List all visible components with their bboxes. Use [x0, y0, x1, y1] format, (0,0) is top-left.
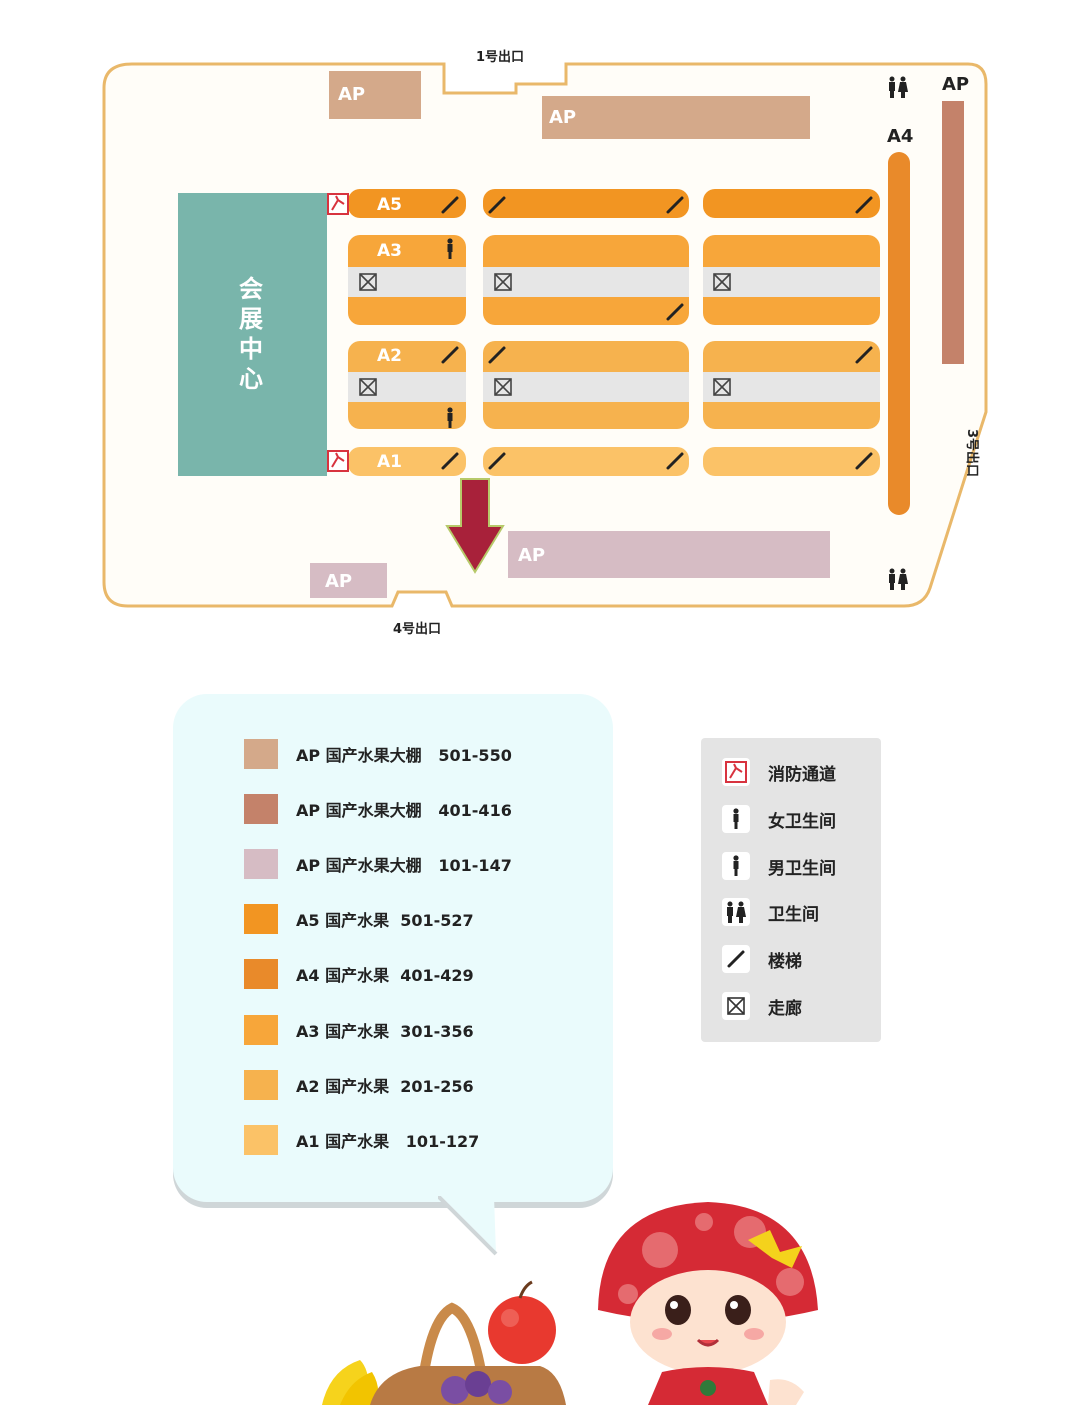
corridor-icon — [722, 992, 750, 1020]
male-restroom-icon — [447, 407, 453, 428]
icon-legend-restroom: 卫生间 — [722, 898, 819, 926]
a2-label: A2 — [377, 346, 402, 366]
mushroom-mascot-icon — [598, 1202, 818, 1405]
legend-swatch — [244, 959, 278, 989]
icon-legend-label: 楼梯 — [768, 951, 802, 972]
legend-item-a4: A4 国产水果 401-429 — [244, 959, 474, 989]
icon-legend-fire-exit: 消防通道 — [722, 758, 836, 786]
legend-swatch — [244, 849, 278, 879]
legend-item-ap-401: AP 国产水果大棚 401-416 — [244, 794, 512, 824]
a2-corridor-3 — [703, 372, 880, 402]
legend-item-a3: A3 国产水果 301-356 — [244, 1015, 474, 1045]
floor-map-svg — [102, 62, 988, 608]
legend-item-a1: A1 国产水果 101-127 — [244, 1125, 479, 1155]
icon-legend-label: 女卫生间 — [768, 811, 836, 832]
female-restroom-icon — [722, 805, 750, 833]
ap-block-top-middle — [542, 96, 810, 139]
legend-item-label: A2 国产水果 201-256 — [296, 1077, 474, 1096]
restroom-icon — [722, 898, 750, 926]
ap-block-bottom-middle — [508, 531, 830, 578]
banana-icon — [322, 1360, 379, 1405]
floor-map: 1号出口 4号出口 3号出口 AP AP AP AP AP A4 A5 A3 A… — [0, 0, 1080, 650]
a3-corridor-1 — [348, 267, 466, 297]
a2-corridor-1 — [348, 372, 466, 402]
ap-label-top-left: AP — [338, 84, 366, 105]
exit-3-label: 3号出口 — [964, 428, 979, 478]
stairs-icon — [441, 196, 873, 470]
a4-block — [888, 152, 910, 515]
restroom-icon — [889, 76, 908, 590]
exit-1-label: 1号出口 — [476, 50, 525, 65]
legend-item-label: A3 国产水果 301-356 — [296, 1022, 474, 1041]
a5-block-3 — [703, 189, 880, 218]
ap-label-bottom-middle: AP — [518, 545, 546, 566]
icon-legend-label: 走廊 — [768, 998, 802, 1019]
icon-legend-panel — [701, 738, 881, 1042]
legend-item-a2: A2 国产水果 201-256 — [244, 1070, 474, 1100]
icon-legend-corridor: 走廊 — [722, 992, 802, 1020]
ap-block-right — [942, 101, 964, 364]
a4-label: A4 — [887, 126, 914, 147]
icon-legend-label: 卫生间 — [768, 904, 819, 925]
legend-tail — [438, 1196, 498, 1256]
male-restroom-icon — [722, 852, 750, 880]
ap-block-top-left — [329, 71, 421, 119]
ap-label-bottom-left: AP — [325, 571, 353, 592]
a3-corridor-2 — [483, 267, 689, 297]
ap-label-right: AP — [942, 74, 970, 95]
convention-center-block — [178, 193, 327, 476]
icon-legend-male: 男卫生间 — [722, 852, 836, 880]
icon-legend-label: 男卫生间 — [768, 858, 836, 879]
female-restroom-icon — [447, 238, 453, 259]
legend-swatch — [244, 739, 278, 769]
convention-center-label: 会展中心 — [239, 275, 263, 393]
fire-exit-icon — [327, 193, 349, 472]
legend-swatch — [244, 794, 278, 824]
a2-corridor-2 — [483, 372, 689, 402]
a1-block-1 — [348, 447, 466, 476]
icon-legend-female: 女卫生间 — [722, 805, 836, 833]
stairs-icon — [722, 945, 750, 973]
a1-label: A1 — [377, 452, 402, 472]
fire-exit-icon — [722, 758, 750, 786]
legend-item-label: AP 国产水果大棚 101-147 — [296, 856, 512, 875]
legend-item-label: AP 国产水果大棚 501-550 — [296, 746, 512, 765]
icon-legend-label: 消防通道 — [768, 764, 836, 785]
legend-item-a5: A5 国产水果 501-527 — [244, 904, 474, 934]
legend-panel — [173, 694, 613, 1202]
icon-legend-stairs: 楼梯 — [722, 945, 802, 973]
corridor-icon — [359, 273, 731, 396]
a5-label: A5 — [377, 195, 402, 215]
ap-block-bottom-left — [310, 563, 387, 598]
exit-4-label: 4号出口 — [393, 622, 442, 637]
a5-block-1 — [348, 189, 466, 218]
legend-item-label: A1 国产水果 101-127 — [296, 1132, 480, 1151]
direction-arrow — [445, 478, 505, 574]
ap-label-top-middle: AP — [549, 107, 577, 128]
a1-block-2 — [483, 447, 689, 476]
fruit-basket-icon — [370, 1302, 566, 1405]
legend-swatch — [244, 1125, 278, 1155]
legend-item-ap-101: AP 国产水果大棚 101-147 — [244, 849, 512, 879]
legend-swatch — [244, 904, 278, 934]
a3-label: A3 — [377, 241, 402, 261]
legend-item-ap-501: AP 国产水果大棚 501-550 — [244, 739, 512, 769]
a3-corridor-3 — [703, 267, 880, 297]
legend-item-label: A5 国产水果 501-527 — [296, 911, 474, 930]
apple-icon — [488, 1280, 556, 1364]
legend-swatch — [244, 1015, 278, 1045]
legend-item-label: A4 国产水果 401-429 — [296, 966, 474, 985]
a5-block-2 — [483, 189, 689, 218]
a1-block-3 — [703, 447, 880, 476]
legend-swatch — [244, 1070, 278, 1100]
legend-item-label: AP 国产水果大棚 401-416 — [296, 801, 512, 820]
